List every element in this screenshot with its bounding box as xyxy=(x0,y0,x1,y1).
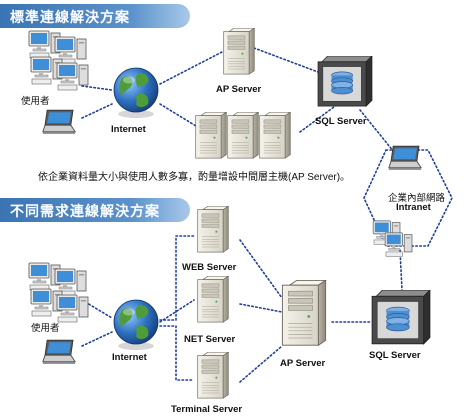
top-sql-server-label: SQL Server xyxy=(315,116,367,127)
laptop-icon xyxy=(40,338,78,366)
laptop-icon xyxy=(386,144,424,172)
top-user-label: 使用者 xyxy=(21,96,50,107)
tower-server-icon xyxy=(196,352,230,400)
top-banner-title: 標準連線解決方案 xyxy=(10,9,130,25)
top-ap-server-label: AP Server xyxy=(216,84,262,95)
globe-icon xyxy=(108,64,164,120)
link-intranet-sql-bottom xyxy=(399,249,403,291)
bottom-sql-server-label: SQL Server xyxy=(369,350,421,361)
bottom-banner-title: 不同需求連線解決方案 xyxy=(10,203,160,219)
desktop-icon xyxy=(56,294,90,324)
laptop-icon xyxy=(40,108,78,136)
link-laptop-internet-top xyxy=(81,103,113,119)
desktop-icon xyxy=(384,232,414,258)
link-web-ap xyxy=(239,239,283,299)
link-apcluster-sql-top xyxy=(299,103,339,133)
net-server-label: NET Server xyxy=(184,334,236,345)
link-internet-terminal xyxy=(159,325,195,381)
tower-server-icon xyxy=(280,280,328,348)
link-terminal-ap xyxy=(239,345,283,383)
link-internet-apserver-top xyxy=(159,51,223,85)
tower-server-icon xyxy=(258,112,292,160)
tower-server-icon xyxy=(196,276,230,324)
web-server-label: WEB Server xyxy=(182,262,237,273)
database-server-icon xyxy=(316,56,374,108)
tower-server-icon xyxy=(226,112,260,160)
tower-server-icon xyxy=(196,206,230,254)
link-sql-intranet-top xyxy=(359,109,395,153)
link-internet-apcluster-top xyxy=(159,103,197,127)
bottom-user-label: 使用者 xyxy=(31,323,60,334)
globe-icon xyxy=(108,296,164,352)
link-apserver-sql-top xyxy=(253,47,319,73)
bottom-section-banner: 不同需求連線解決方案 xyxy=(0,198,190,222)
database-server-icon xyxy=(370,290,432,346)
bottom-ap-server-label: AP Server xyxy=(280,358,326,369)
desktop-icon xyxy=(56,62,90,92)
link-internet-web xyxy=(159,235,195,321)
intranet-hexagon xyxy=(363,149,453,247)
intranet-label-line1: 企業內部網路 xyxy=(388,193,446,204)
link-laptop-internet-bottom xyxy=(81,331,113,347)
bottom-internet-label: Internet xyxy=(112,352,147,363)
tower-server-icon xyxy=(222,28,256,76)
top-internet-label: Internet xyxy=(111,124,146,135)
tower-server-icon xyxy=(194,112,228,160)
link-internet-net xyxy=(159,299,195,323)
link-users-internet-top xyxy=(81,85,113,91)
intranet-label-line2: Intranet xyxy=(396,202,431,213)
link-net-ap xyxy=(239,303,283,313)
terminal-server-label: Terminal Server xyxy=(171,404,243,415)
top-note: 依企業資料量大小與使用人數多寡，酌量增設中間層主機(AP Server)。 xyxy=(38,172,351,183)
top-section-banner: 標準連線解決方案 xyxy=(0,4,190,28)
